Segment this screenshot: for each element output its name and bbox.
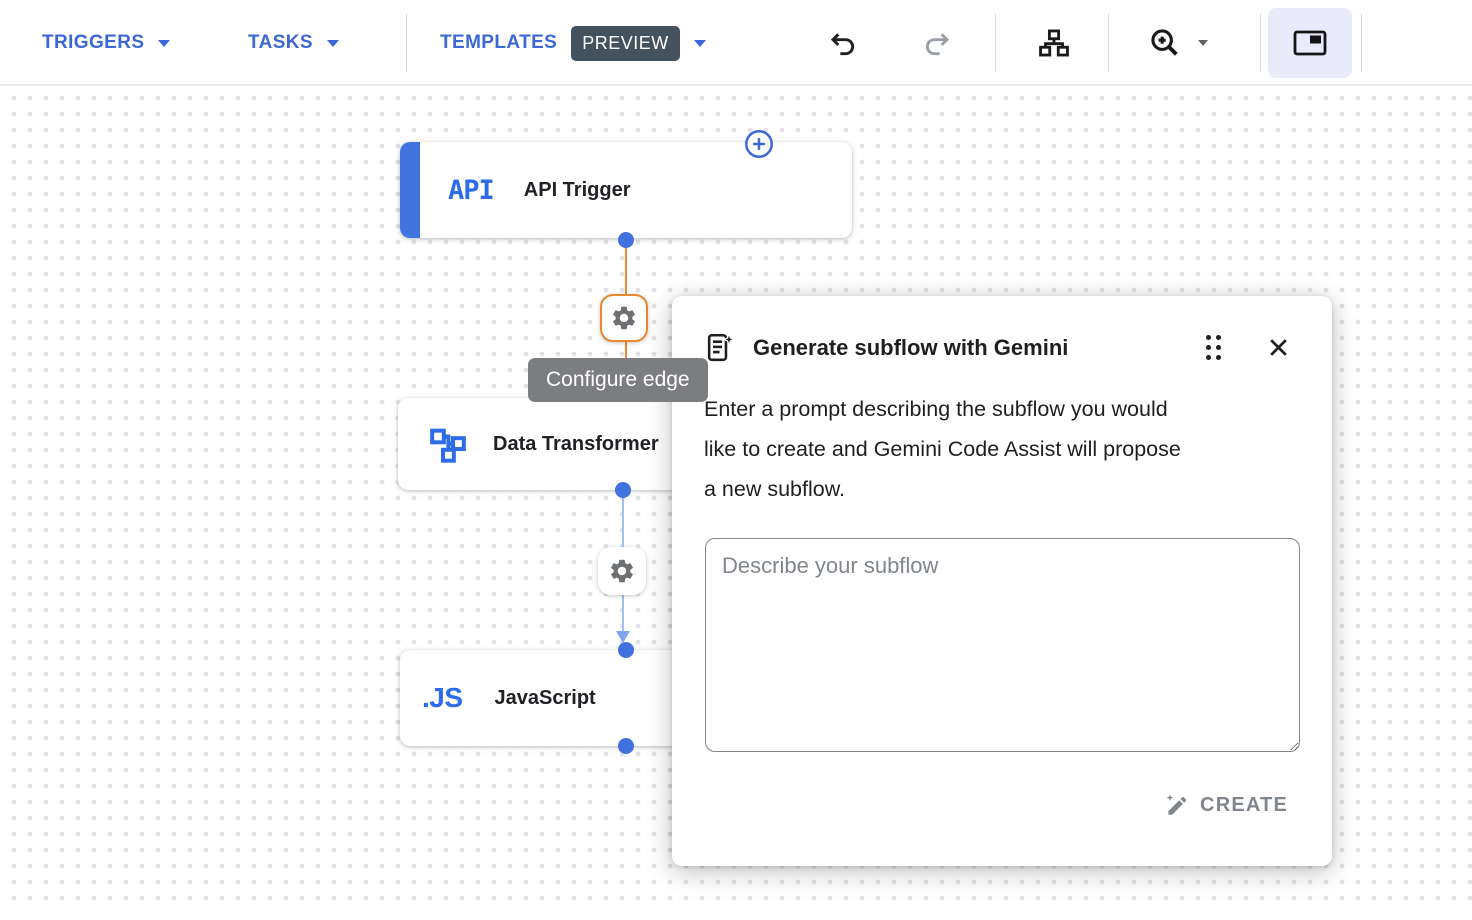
undo-icon: [830, 33, 855, 56]
triggers-menu-button[interactable]: TRIGGERS: [42, 0, 171, 86]
node-api-trigger[interactable]: API API Trigger: [400, 142, 852, 238]
generate-doc-sparkle-icon: [707, 332, 735, 362]
generate-subflow-dialog: Generate subflow with Gemini Enter a pro…: [672, 296, 1332, 866]
node-label: JavaScript: [494, 686, 596, 709]
edge-connector-dot[interactable]: [618, 738, 634, 754]
add-node-button[interactable]: [744, 129, 774, 159]
minimap-toggle-button[interactable]: [1268, 8, 1352, 78]
data-transformer-icon: [430, 428, 466, 463]
chevron-down-icon: [1198, 40, 1208, 46]
dialog-header: Generate subflow with Gemini: [672, 296, 1332, 363]
redo-icon: [925, 33, 950, 56]
create-subflow-button[interactable]: CREATE: [1163, 786, 1288, 824]
toolbar-divider: [1361, 14, 1362, 72]
tasks-menu-label: TASKS: [248, 32, 313, 53]
dialog-title: Generate subflow with Gemini: [753, 334, 1069, 360]
api-trigger-icon: API: [448, 174, 495, 206]
trigger-accent-bar: [400, 142, 420, 238]
drag-handle-icon[interactable]: [1206, 335, 1221, 360]
edge-api-to-transform[interactable]: [625, 240, 627, 294]
toolbar-divider: [406, 14, 407, 72]
auto-layout-button[interactable]: [1019, 8, 1089, 78]
magic-pen-icon: [1166, 794, 1187, 815]
minimap-toggle-icon: [1293, 30, 1327, 56]
close-icon: [1270, 339, 1287, 356]
chevron-down-icon: [158, 39, 171, 47]
edge-transform-to-js[interactable]: [622, 595, 624, 632]
chevron-down-icon: [693, 39, 706, 47]
configure-edge-tooltip: Configure edge: [528, 358, 708, 402]
close-dialog-button[interactable]: [1265, 334, 1292, 361]
zoom-menu-button[interactable]: [1148, 0, 1208, 86]
chevron-down-icon: [326, 39, 339, 47]
gear-icon: [611, 559, 633, 583]
gear-icon: [613, 306, 635, 330]
preview-badge: PREVIEW: [571, 25, 680, 61]
auto-layout-icon: [1039, 29, 1069, 57]
redo-button[interactable]: [902, 8, 972, 78]
dialog-description: Enter a prompt describing the subflow yo…: [704, 397, 1181, 501]
toolbar-divider: [1260, 14, 1261, 72]
zoom-in-icon: [1151, 29, 1178, 56]
node-label: API Trigger: [523, 178, 631, 201]
templates-menu-button[interactable]: TEMPLATES PREVIEW: [440, 0, 706, 86]
configure-edge-button[interactable]: [598, 547, 646, 595]
top-toolbar: TRIGGERS TASKS TEMPLATES PREVIEW: [0, 0, 1472, 86]
node-label: Data Transformer: [493, 432, 659, 455]
undo-button[interactable]: [808, 8, 878, 78]
configure-edge-button[interactable]: [600, 294, 648, 342]
edge-connector-dot[interactable]: [618, 232, 634, 248]
edge-transform-to-js[interactable]: [622, 490, 624, 547]
canvas-bottom-strip: [0, 907, 1472, 920]
edge-api-to-transform[interactable]: [625, 342, 627, 360]
tasks-menu-button[interactable]: TASKS: [248, 0, 339, 86]
edge-arrowhead: [616, 631, 630, 643]
templates-menu-label: TEMPLATES: [440, 32, 558, 53]
subflow-prompt-input[interactable]: [705, 538, 1300, 752]
toolbar-divider: [995, 14, 996, 72]
workflow-canvas[interactable]: API API Trigger Configure edge Data Tran…: [0, 88, 1472, 920]
javascript-icon: .JS: [422, 682, 463, 713]
edge-connector-dot[interactable]: [618, 642, 634, 658]
toolbar-divider: [1108, 14, 1109, 72]
edge-connector-dot[interactable]: [615, 482, 631, 498]
triggers-menu-label: TRIGGERS: [42, 32, 145, 53]
create-button-label: CREATE: [1200, 793, 1288, 816]
